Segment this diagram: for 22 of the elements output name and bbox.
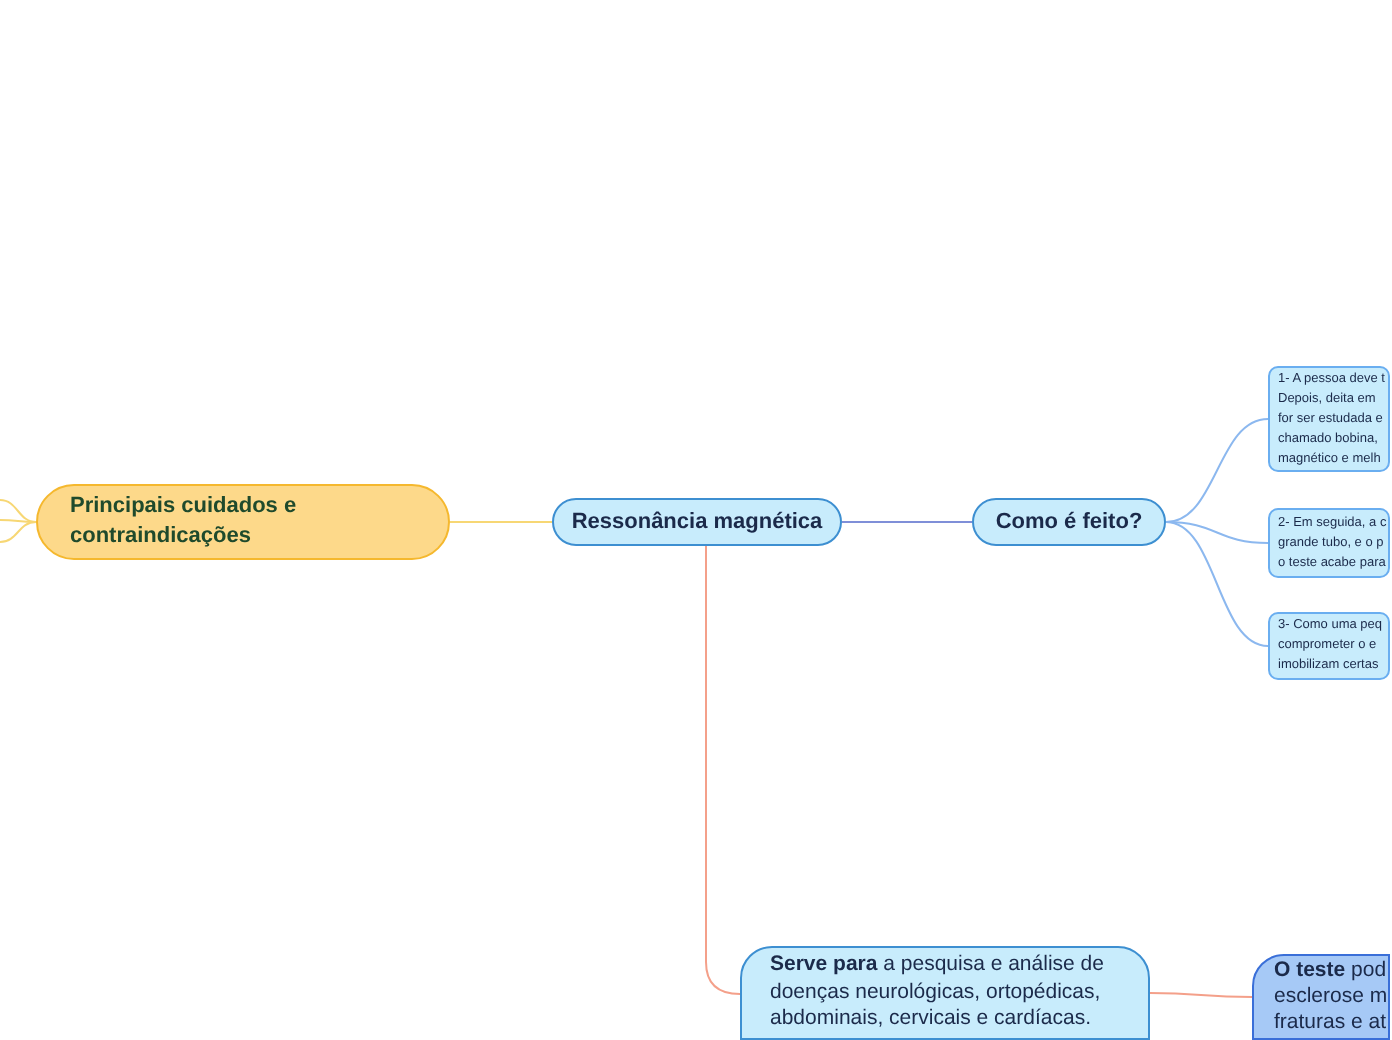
connector-line [1165,521,1269,544]
connector-line [449,521,553,523]
connector-line [841,521,973,523]
connector-line [0,499,37,523]
step-box [1268,612,1390,680]
topic-box [36,484,450,560]
connector-line [705,545,741,995]
node-text: Principais cuidados e contraindicações [70,492,299,552]
connector-line [1165,521,1269,647]
node-text: Ressonância magnética [569,507,825,538]
connector-line [1149,992,1253,998]
node-text: Como é feito? [993,507,1145,538]
node-text: O teste pod esclerose m fraturas e at [1274,958,1388,1036]
node-text: Serve para a pesquisa e análise de doenças neurológicas, ortopédicas, abdominais, cervicais e cardíacas. [770,952,1106,1034]
connector-line [0,519,37,523]
connector-line [1165,418,1269,523]
topic-box [1252,954,1390,1040]
topic-box [972,498,1166,546]
topic-box [740,946,1150,1040]
connector-line [0,521,37,543]
central-topic-box [552,498,842,546]
step-box [1268,508,1390,578]
